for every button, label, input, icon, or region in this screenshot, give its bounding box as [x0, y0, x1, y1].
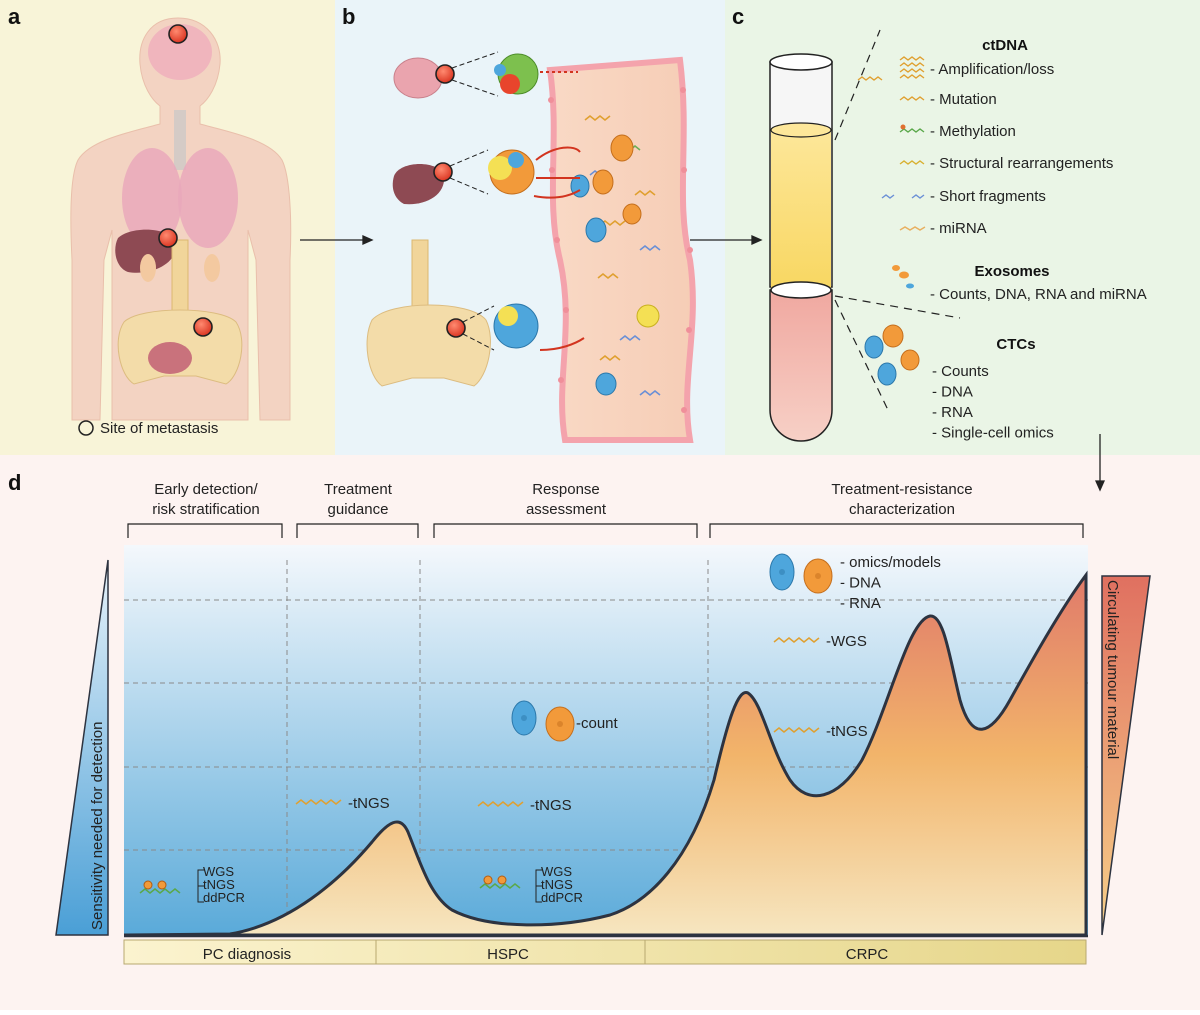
- crpc-analysis-item: - DNA: [840, 575, 881, 592]
- stage-pc-diagnosis: PC diagnosis: [203, 946, 291, 963]
- flow-arrows: [300, 234, 1106, 492]
- lung-left: [122, 148, 182, 248]
- ctdna-glyphs: [857, 56, 926, 231]
- ctdna-item: - Amplification/loss: [930, 61, 1054, 78]
- exosome-glyphs: [892, 265, 914, 289]
- tube-callout-lines: [834, 29, 961, 411]
- lung-right: [178, 148, 238, 248]
- crpc-cell-analyses: - omics/models - DNA - RNA: [840, 554, 941, 612]
- stage-hspc: HSPC: [487, 946, 529, 963]
- dna-glyphs-d: [139, 637, 820, 894]
- method-label: ddPCR: [541, 890, 583, 905]
- method-label: ddPCR: [203, 890, 245, 905]
- crpc-analysis-item: - RNA: [840, 595, 881, 612]
- method-label: WGS: [541, 864, 572, 879]
- stage-label-line2: characterization: [849, 501, 955, 518]
- stage-labels: Early detection/risk stratification Treat…: [152, 481, 972, 518]
- ctdna-item: - Short fragments: [930, 188, 1046, 205]
- method-label: WGS: [203, 864, 234, 879]
- crpc-ctc-glyphs: [769, 553, 833, 594]
- tumour-material-curve: [123, 570, 1088, 937]
- guidance-tngs-label: -tNGS: [348, 795, 390, 812]
- y-axis-label: Sensitivity needed for detection: [89, 722, 106, 930]
- body-illustration: [70, 17, 292, 421]
- tumour-material-triangle: [1101, 575, 1151, 936]
- blood-tube: [769, 53, 833, 442]
- crpc-tngs-label: -tNGS: [826, 723, 868, 740]
- site-of-metastasis-icon: [78, 420, 94, 436]
- stage-label-line1: Treatment-resistance: [831, 481, 972, 498]
- methylation-dots: [143, 875, 507, 890]
- panel-label-d: d: [8, 470, 21, 495]
- brain-shape: [148, 24, 212, 80]
- stage-label-line1: Response: [532, 481, 600, 498]
- right-axis-label: Circulating tumour material: [1104, 580, 1121, 759]
- stage-brackets: [127, 523, 1084, 538]
- metastasis-markers: [158, 24, 213, 337]
- organs-panel-b: [366, 51, 585, 387]
- response-count-label: -count: [576, 715, 619, 732]
- vessel-illustration: [546, 56, 696, 443]
- stage-label-line2: risk stratification: [152, 501, 260, 518]
- ctcs-title: CTCs: [996, 336, 1035, 353]
- disease-stage-bar: [123, 939, 1087, 965]
- exosomes-title: Exosomes: [974, 263, 1049, 280]
- method-label: tNGS: [541, 877, 573, 892]
- response-tngs-label: -tNGS: [530, 797, 572, 814]
- stage-label-line2: assessment: [526, 501, 607, 518]
- ctdna-list: - Amplification/loss - Mutation - Methylat…: [930, 61, 1113, 237]
- ctdna-title: ctDNA: [982, 37, 1028, 54]
- ctdna-item: - Methylation: [930, 123, 1016, 140]
- ctc-glyphs: [864, 324, 920, 386]
- crpc-analysis-item: - omics/models: [840, 554, 941, 571]
- ctcs-list: - Counts - DNA - RNA - Single-cell omics: [932, 363, 1054, 442]
- panel-label-c: c: [732, 4, 744, 29]
- stage-label-line1: Early detection/: [154, 481, 258, 498]
- ctcs-item: - Single-cell omics: [932, 425, 1054, 442]
- ctcs-item: - RNA: [932, 404, 973, 421]
- site-of-metastasis-legend: Site of metastasis: [100, 420, 218, 437]
- sensitivity-triangle: [55, 559, 109, 936]
- panel-label-a: a: [8, 4, 21, 29]
- ctdna-item: - Structural rearrangements: [930, 155, 1113, 172]
- ctdna-item: - miRNA: [930, 220, 987, 237]
- stack-brackets: [197, 869, 542, 903]
- bladder-shape: [148, 342, 192, 374]
- ctcs-item: - DNA: [932, 384, 973, 401]
- stage-label-line2: guidance: [328, 501, 389, 518]
- crpc-wgs-label: -WGS: [826, 633, 867, 650]
- ctdna-item: - Mutation: [930, 91, 997, 108]
- method-label: tNGS: [203, 877, 235, 892]
- exosomes-item: - Counts, DNA, RNA and miRNA: [930, 286, 1147, 303]
- ctcs-item: - Counts: [932, 363, 989, 380]
- stage-crpc: CRPC: [846, 946, 889, 963]
- stage-label-line1: Treatment: [324, 481, 393, 498]
- panel-label-b: b: [342, 4, 355, 29]
- response-ctc-glyphs: [511, 700, 575, 742]
